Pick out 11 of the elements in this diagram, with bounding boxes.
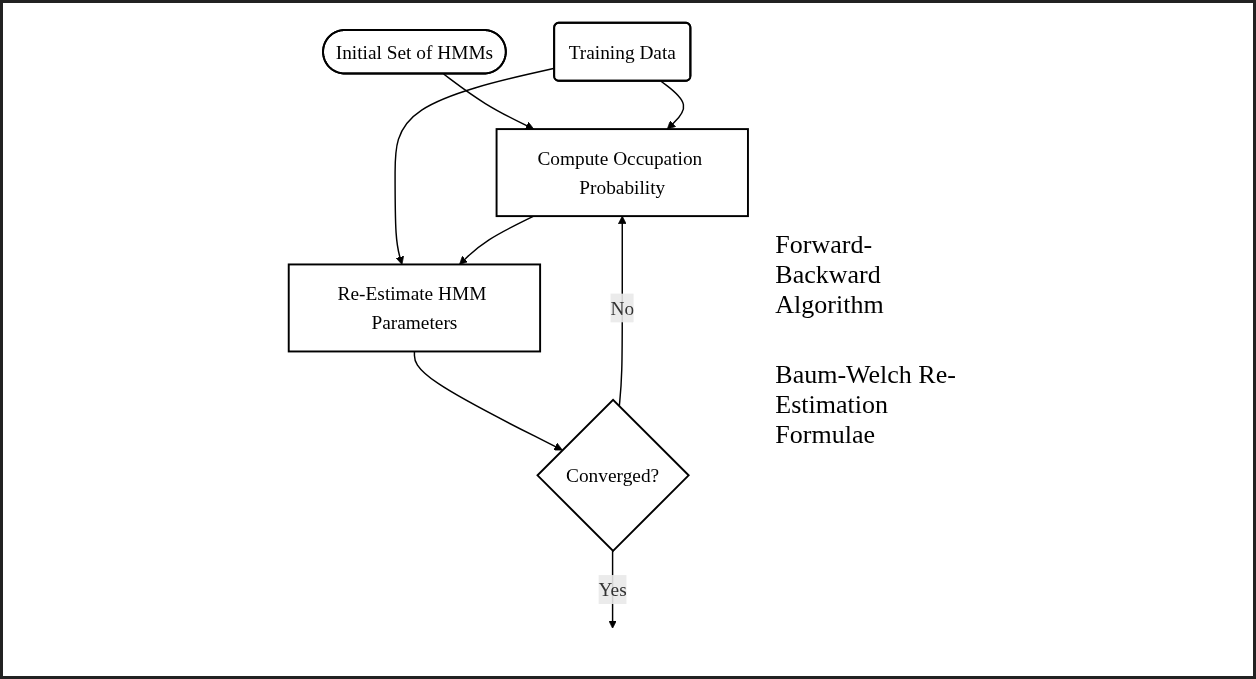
node-box: Compute Occupation Probability [495, 127, 749, 217]
arrow [442, 72, 534, 130]
arrow [458, 214, 535, 265]
node-diamond: Converged? [535, 397, 690, 552]
node-box: Re-Estimate HMM Parameters [287, 263, 541, 352]
arrow [413, 350, 563, 450]
edge-label: No [610, 296, 634, 319]
arrow [659, 80, 684, 129]
edge-label: Yes [598, 578, 627, 600]
annotation-text: Forward-Backward Algorithm [775, 229, 885, 320]
annotation-text: Baum-Welch Re-Estimation Formulae [775, 359, 957, 450]
